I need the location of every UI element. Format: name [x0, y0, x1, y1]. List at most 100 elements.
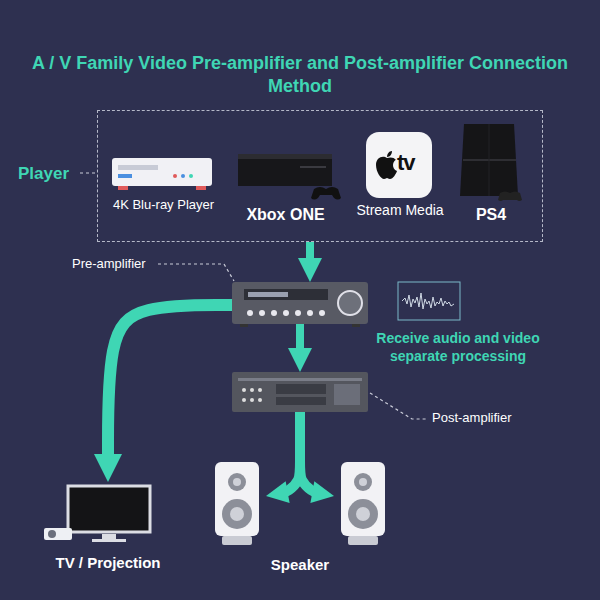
postamp-device-part — [250, 398, 254, 402]
xbox-icon-part — [300, 166, 326, 168]
preamp-device-part — [352, 324, 360, 327]
node-label: Player — [18, 163, 88, 184]
ps4-icon — [460, 124, 522, 201]
projector-icon-part — [48, 530, 56, 538]
player-device: PS4 — [456, 123, 526, 199]
diagram-title: A / V Family Video Pre-amplifier and Pos… — [20, 52, 580, 97]
preamp-device-part — [271, 310, 277, 316]
projector-icon-part — [44, 528, 72, 540]
bluray-icon-part — [181, 174, 185, 178]
speaker-icon-part — [354, 473, 372, 491]
bluray-icon-part — [112, 158, 212, 186]
postamp-device-part — [258, 398, 262, 402]
player-device: 4K Blu-ray Player — [111, 151, 216, 196]
preamp-leader — [158, 264, 234, 281]
postamp-leader — [370, 393, 428, 419]
preamp-device-part — [232, 282, 368, 324]
preamp-device — [232, 282, 368, 327]
apple-tv-icon — [366, 132, 432, 198]
player-group: 4K Blu-ray PlayerXbox ONEStream MediaPS4… — [97, 110, 543, 242]
preamp-device-part — [319, 310, 325, 316]
postamp-leader-part — [370, 393, 428, 419]
preamp-leader-part — [158, 264, 234, 281]
bluray-icon-part — [189, 174, 193, 178]
node-label: Pre-amplifier — [72, 256, 192, 272]
speaker-icon-part — [222, 499, 252, 529]
preamp-device-part — [247, 310, 253, 316]
signal-arrow — [266, 412, 334, 503]
speaker-icon-part — [228, 473, 246, 491]
signal-arrow — [94, 305, 232, 482]
arrow-head — [298, 258, 322, 282]
speaker-icon-part — [215, 462, 259, 536]
postamp-device-part — [258, 388, 262, 392]
speaker-icon — [341, 462, 385, 545]
bluray-icon-part — [118, 174, 132, 178]
preamp-device-part — [240, 324, 248, 327]
arrow-head — [288, 348, 312, 372]
tv-icon-part — [102, 534, 116, 539]
amplifier-device: Post-amplifier — [232, 372, 368, 412]
arrow-line — [281, 412, 319, 493]
signal-arrow — [288, 324, 312, 372]
bluray-icon-part — [118, 186, 128, 190]
node-label: Stream Media — [355, 202, 445, 220]
postamp-device-part — [242, 388, 246, 392]
node-label: Xbox ONE — [233, 205, 338, 225]
postamp-device-part — [276, 397, 326, 405]
preamp-device-part — [283, 310, 289, 316]
xbox-icon-part — [311, 187, 341, 200]
node-label: TV / Projection — [32, 554, 184, 573]
speaker-icon-part — [348, 499, 378, 529]
preamp-device-part — [338, 291, 362, 315]
xbox-icon-part — [238, 154, 332, 159]
tv-icon — [68, 486, 150, 542]
apple-tv-icon-part — [376, 157, 397, 179]
postamp-device-part — [232, 372, 368, 412]
bluray-icon-part — [118, 165, 158, 170]
postamp-device-part — [242, 398, 246, 402]
ps4-icon-part — [460, 124, 518, 196]
waveform-icon — [398, 282, 460, 320]
player-device: Xbox ONE — [233, 151, 338, 201]
node-label: Post-amplifier — [432, 410, 562, 426]
apple-tv-icon-part — [387, 151, 392, 157]
node-label: 4K Blu-ray Player — [111, 197, 216, 213]
postamp-device — [232, 372, 368, 412]
bluray-icon — [112, 158, 212, 190]
player-leader — [80, 173, 97, 174]
arrow-head — [266, 481, 290, 503]
arrow-line — [108, 305, 232, 462]
waveform-icon-part — [402, 293, 454, 309]
arrow-head — [310, 481, 334, 503]
speaker-icon-part — [341, 462, 385, 536]
xbox-icon-part — [238, 154, 332, 186]
amplifier-device: Pre-amplifier — [232, 282, 368, 324]
waveform-icon-part — [398, 282, 460, 320]
player-leader-part — [80, 172, 97, 173]
signal-arrow — [298, 242, 322, 282]
bluray-icon-part — [196, 186, 206, 190]
node-label: Speaker — [210, 556, 390, 575]
xbox-icon — [238, 154, 341, 200]
ps4-icon-part — [489, 124, 490, 196]
speaker-icon-part — [348, 536, 378, 545]
tv-icon-part — [92, 539, 126, 542]
speaker-icon-part — [233, 478, 241, 486]
speaker-icon-part — [359, 478, 367, 486]
preamp-device-part — [259, 310, 265, 316]
preamp-device-part — [307, 310, 313, 316]
speaker-icon-part — [356, 507, 370, 521]
postamp-device-part — [276, 384, 326, 394]
arrow-head — [94, 454, 122, 482]
speaker-icon — [215, 462, 259, 545]
process-note: Receive audio and video separate process… — [352, 330, 564, 365]
projector-icon — [44, 528, 72, 540]
bluray-icon-part — [173, 174, 177, 178]
node-label: PS4 — [446, 205, 536, 225]
logo-text: tv — [397, 149, 431, 177]
postamp-device-part — [238, 378, 362, 381]
preamp-device-part — [248, 292, 288, 297]
display-device: TV / Projection — [62, 482, 154, 540]
